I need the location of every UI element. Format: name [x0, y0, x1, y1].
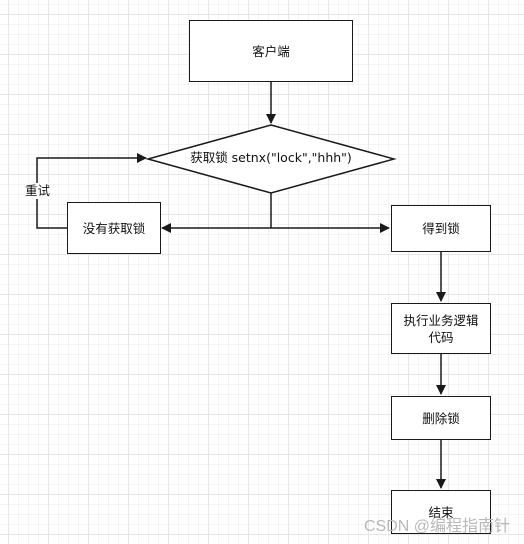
- lock-acquired-label: 得到锁: [422, 221, 460, 236]
- retry-edge-label: 重试: [25, 183, 51, 199]
- end-label: 结束: [428, 504, 454, 520]
- lock-not-acquired-node: 没有获取锁: [67, 202, 161, 254]
- acquire-lock-decision-label: 获取锁 setnx("lock","hhh"): [190, 150, 352, 165]
- execute-logic-node: 执行业务逻辑代码: [391, 303, 491, 354]
- lock-not-acquired-label: 没有获取锁: [82, 220, 146, 236]
- client-node: 客户端: [189, 20, 353, 82]
- client-node-label: 客户端: [252, 43, 290, 59]
- csdn-watermark: CSDN @编程指南针: [363, 518, 510, 535]
- lock-acquired-node: 得到锁: [391, 205, 491, 252]
- delete-lock-node: 删除锁: [391, 396, 491, 440]
- execute-logic-label: 执行业务逻辑代码: [403, 312, 479, 345]
- end-node: 结束: [391, 490, 491, 534]
- delete-lock-label: 删除锁: [422, 410, 460, 426]
